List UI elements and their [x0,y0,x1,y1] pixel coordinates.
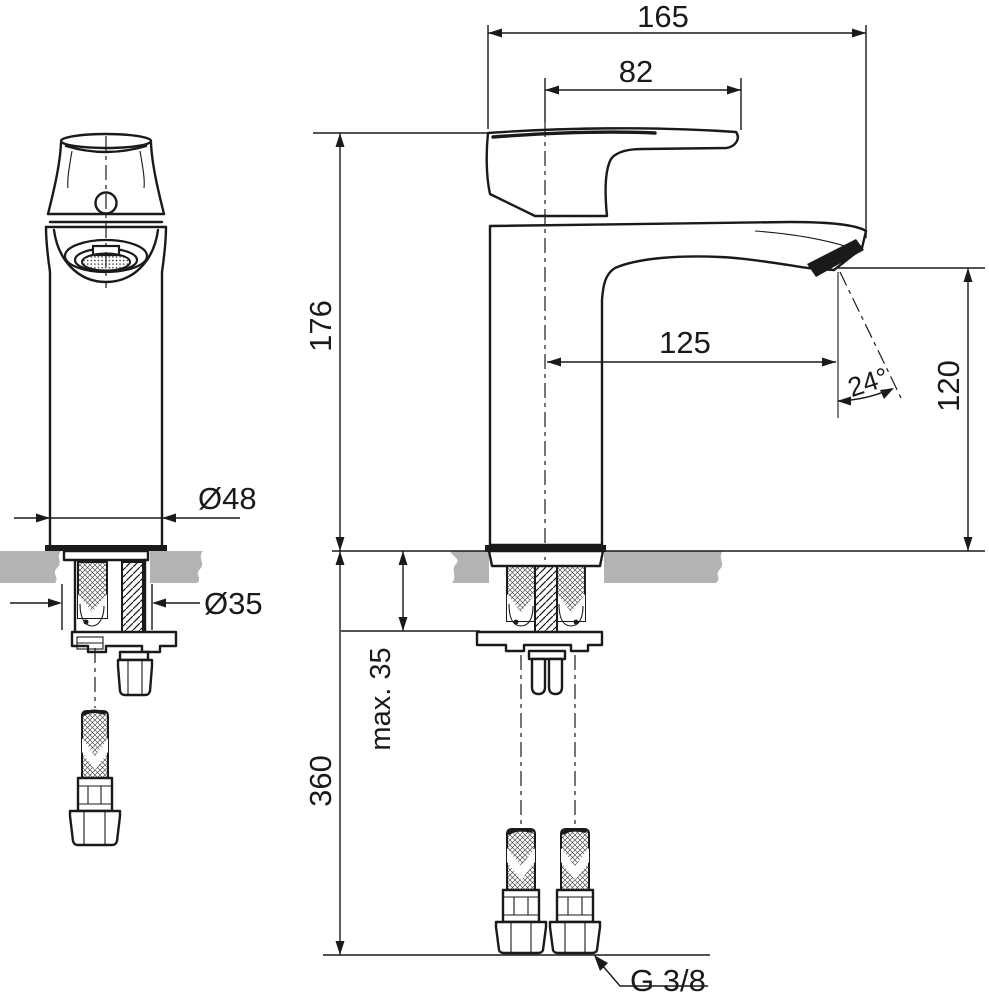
side-mounting [475,549,605,696]
dim-handle-projection: 82 [545,54,742,130]
side-fixing-rod [534,565,558,633]
front-hose [68,709,122,847]
body-height-label: 176 [303,300,338,352]
dim-max-mounting-thickness: max. 35 [341,551,480,751]
front-fixing-rod [121,561,144,633]
side-handle [485,127,739,218]
hose-length-label: 360 [303,755,338,807]
dim-outlet-height: 120 [838,267,985,551]
front-deck-left [0,551,61,583]
connection-thread-label: G 3/8 [630,963,706,998]
dim-hose-length: 360 [303,551,345,955]
dim-overall-width: 165 [487,0,867,238]
front-mounting [62,549,178,697]
handle-projection-label: 82 [619,54,653,89]
front-hose-nut [68,809,122,847]
side-hose-right [548,828,602,955]
front-base-gasket [45,545,167,551]
hose-nut-left [494,920,548,955]
hose-nut-right [548,920,602,955]
side-deck-left [450,551,489,583]
body-diameter-label: Ø48 [198,481,257,516]
front-view: Ø48 Ø35 [0,132,263,847]
side-deck-right [604,551,723,583]
dim-mounting-hole: Ø35 [10,584,263,630]
side-view: 165 82 176 125 [303,0,985,998]
side-fixing-screw [530,657,547,696]
front-deck-right [150,551,203,583]
dim-body-height: 176 [303,132,492,551]
side-mounting-nut [475,630,604,653]
front-fixing-screw [116,658,154,697]
dim-body-diameter: Ø48 [14,481,257,523]
max-mounting-thickness-label: max. 35 [365,647,397,750]
mounting-hole-label: Ø35 [204,586,263,621]
overall-width-label: 165 [637,0,689,34]
side-hose-left [494,828,548,955]
dim-connection-thread: G 3/8 [594,955,708,998]
dim-spout-reach: 125 [547,272,839,418]
spout-reach-label: 125 [659,325,711,360]
outlet-height-label: 120 [931,360,966,412]
